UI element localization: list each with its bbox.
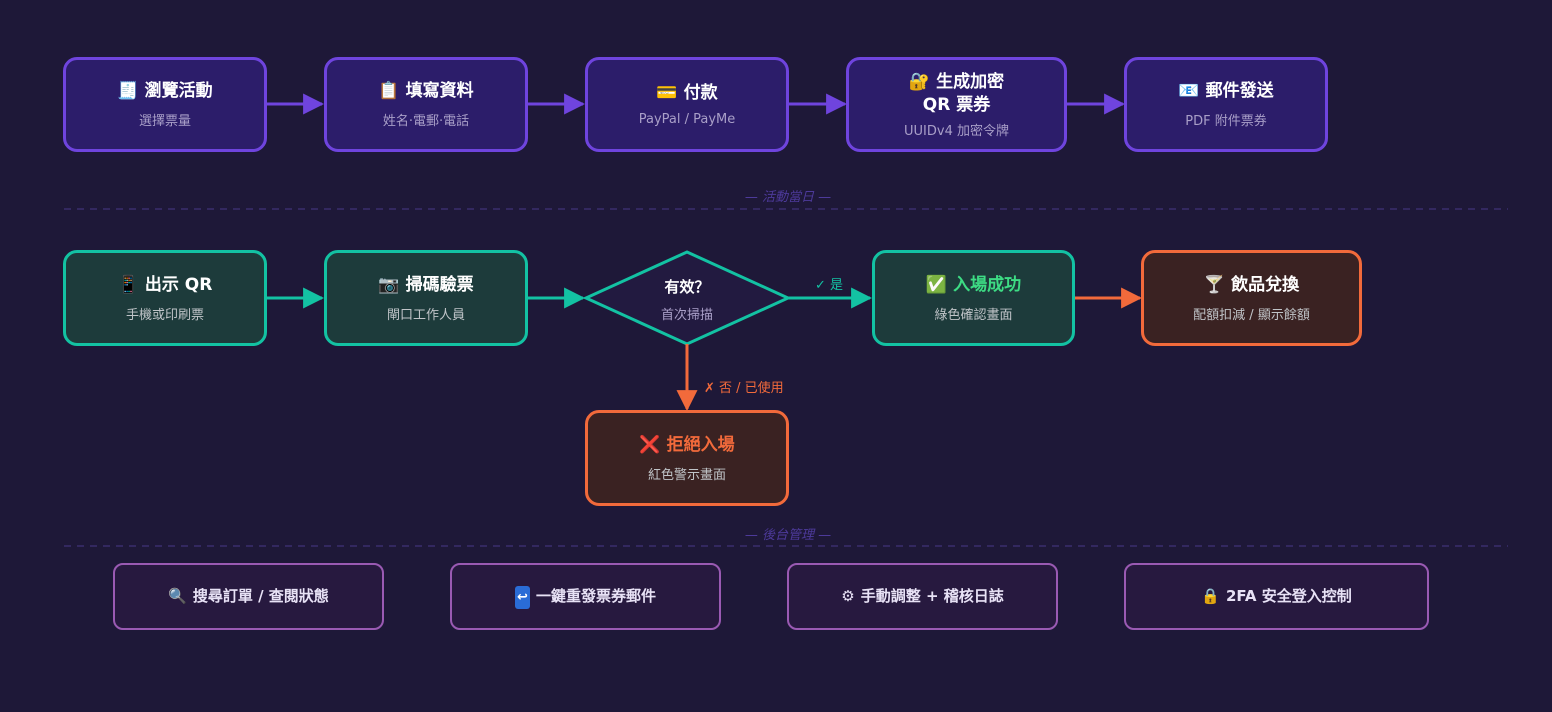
node-drink-redeem: 🍸飲品兌換 配額扣減 / 顯示餘額: [1141, 250, 1362, 346]
node-drink-redeem-sub: 配額扣減 / 顯示餘額: [1193, 307, 1310, 323]
node-generate-qr-title-line1: 生成加密: [936, 71, 1005, 92]
node-entry-success: ✅入場成功 綠色確認畫面: [872, 250, 1075, 346]
magnifier-icon: 🔍: [168, 587, 187, 605]
admin-search-orders-label: 搜尋訂單 / 查閱狀態: [192, 587, 329, 605]
admin-resend-email-label: 一鍵重發票券郵件: [535, 586, 656, 605]
decision-text: 有效？ 首次掃描: [588, 276, 786, 323]
admin-manual-adjust: ⚙ 手動調整 + 稽核日誌: [787, 563, 1058, 630]
check-mark-icon: ✅: [925, 274, 948, 295]
clipboard-icon: 📋: [378, 81, 400, 101]
node-generate-qr: 🔐生成加密 QR 票券 UUIDv4 加密令牌: [846, 57, 1067, 152]
node-show-qr-title: 出示 QR: [144, 274, 213, 295]
decision-title: 有效？: [664, 278, 710, 296]
node-drink-redeem-title: 飲品兌換: [1231, 274, 1300, 295]
event-day-divider-label: — 活動當日 —: [744, 190, 832, 205]
cocktail-icon: 🍸: [1203, 274, 1226, 295]
receipt-icon: 🧾: [117, 81, 139, 101]
node-fill-details-title: 填寫資料: [405, 81, 474, 101]
credit-card-icon: 💳: [656, 83, 678, 103]
envelope-icon: 📧: [1178, 81, 1200, 101]
node-browse-event: 🧾瀏覽活動 選擇票量: [63, 57, 267, 152]
node-browse-event-title: 瀏覽活動: [144, 81, 213, 101]
node-entry-success-sub: 綠色確認畫面: [934, 307, 1013, 323]
node-fill-details-sub: 姓名·電郵·電話: [382, 114, 470, 129]
node-show-qr: 📱出示 QR 手機或印刷票: [63, 250, 267, 346]
node-entry-rejected: ❌拒絕入場 紅色警示畫面: [585, 410, 789, 506]
mobile-phone-icon: 📱: [117, 274, 139, 295]
node-email-send-sub: PDF 附件票券: [1185, 114, 1267, 129]
node-generate-qr-title-line2: QR 票券: [922, 94, 991, 115]
admin-search-orders: 🔍 搜尋訂單 / 查閱狀態: [113, 563, 384, 630]
node-email-send-title: 郵件發送: [1205, 81, 1274, 101]
camera-icon: 📷: [378, 274, 400, 295]
node-payment: 💳付款 PayPal / PayMe: [585, 57, 789, 152]
gear-icon: ⚙: [841, 587, 855, 605]
node-entry-success-title: 入場成功: [953, 274, 1022, 295]
decision-sub: 首次掃描: [660, 308, 713, 323]
node-fill-details: 📋填寫資料 姓名·電郵·電話: [324, 57, 528, 152]
node-scan-ticket-sub: 閘口工作人員: [386, 307, 465, 323]
lock-key-icon: 🔐: [908, 71, 931, 92]
admin-divider-label: — 後台管理 —: [744, 528, 832, 543]
admin-manual-adjust-label: 手動調整 + 稽核日誌: [860, 587, 1004, 605]
lock-icon: 🔒: [1201, 587, 1220, 605]
node-email-send: 📧郵件發送 PDF 附件票券: [1124, 57, 1328, 152]
node-entry-rejected-sub: 紅色警示畫面: [647, 467, 726, 483]
node-scan-ticket: 📷掃碼驗票 閘口工作人員: [324, 250, 528, 346]
node-payment-sub: PayPal / PayMe: [638, 112, 736, 127]
return-arrow-icon: ↩: [515, 585, 530, 609]
node-show-qr-sub: 手機或印刷票: [125, 307, 204, 323]
cross-mark-icon: ❌: [639, 434, 661, 455]
decision-no-label: ✗ 否 / 已使用: [704, 381, 784, 396]
admin-resend-email: ↩ 一鍵重發票券郵件: [450, 563, 721, 630]
decision-yes-label: ✓ 是: [815, 278, 844, 293]
admin-2fa-login: 🔒 2FA 安全登入控制: [1124, 563, 1429, 630]
node-payment-title: 付款: [683, 83, 718, 103]
node-generate-qr-sub: UUIDv4 加密令牌: [904, 123, 1009, 139]
node-entry-rejected-title: 拒絕入場: [666, 434, 735, 455]
node-browse-event-sub: 選擇票量: [138, 114, 191, 129]
admin-2fa-login-label: 2FA 安全登入控制: [1225, 587, 1352, 605]
node-scan-ticket-title: 掃碼驗票: [405, 274, 474, 295]
